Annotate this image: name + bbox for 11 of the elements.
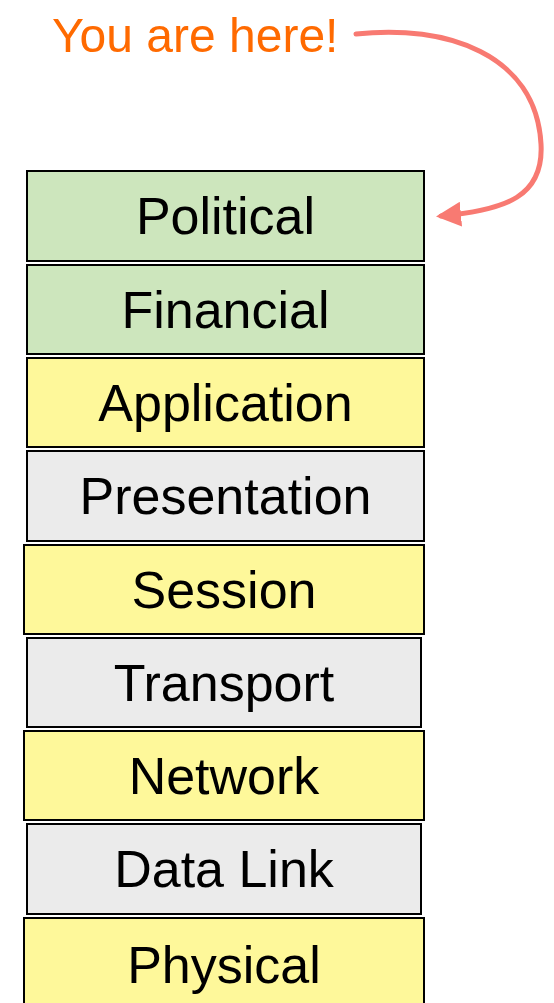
layer-box: Session <box>23 544 425 635</box>
layer-box: Political <box>26 170 425 262</box>
callout-text: You are here! <box>52 10 352 62</box>
layer-box: Physical <box>23 917 425 1003</box>
layer-box: Data Link <box>26 823 422 915</box>
layer-box: Financial <box>26 264 425 355</box>
layer-box: Network <box>23 730 425 821</box>
curved-arrow <box>353 29 544 227</box>
layer-box: Application <box>26 357 425 448</box>
layer-box: Presentation <box>26 450 425 542</box>
layer-box: Transport <box>26 637 422 728</box>
